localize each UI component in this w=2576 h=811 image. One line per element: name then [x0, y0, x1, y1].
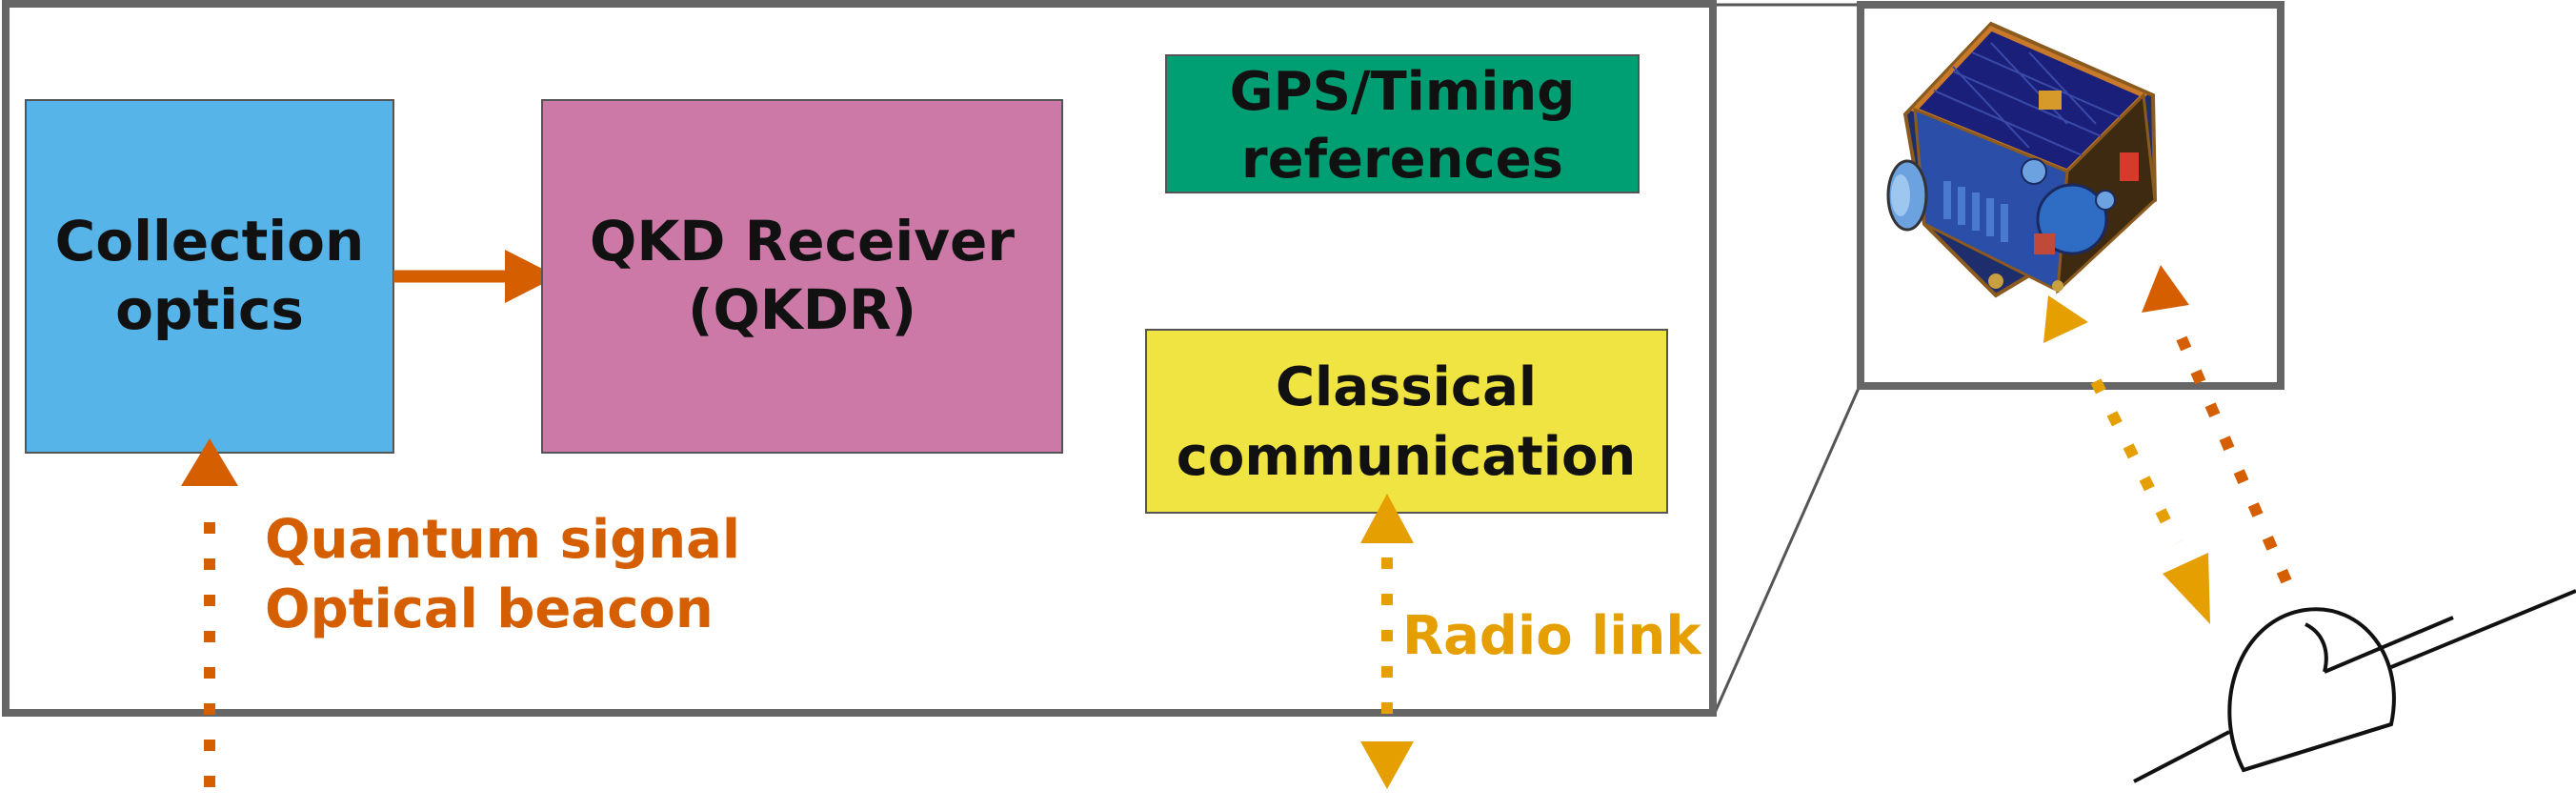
collection-optics-label-2: optics	[115, 277, 304, 342]
optics-to-receiver-arrow	[393, 250, 557, 303]
main-frame	[2, 0, 1717, 717]
zoom-line-bottom	[1713, 385, 1862, 714]
gps-timing-label-2: references	[1241, 129, 1563, 191]
qkd-receiver-box: QKD Receiver (QKDR)	[541, 99, 1063, 454]
satellite-icon	[1886, 21, 2158, 298]
collection-optics-label-1: Collection	[55, 209, 365, 274]
collection-optics-box: Collection optics	[25, 99, 394, 454]
radio-link-label: Radio link	[1402, 605, 1702, 667]
gps-timing-label-1: GPS/Timing	[1230, 61, 1576, 123]
gps-timing-box: GPS/Timing references	[1165, 54, 1640, 193]
uplink-arrow-orange	[2043, 295, 2210, 624]
downlink-arrow-vermilion	[2142, 265, 2292, 584]
qkd-receiver-label-1: QKD Receiver	[590, 209, 1015, 274]
quantum-signal-arrow	[181, 438, 238, 791]
classical-comm-label-2: communication	[1177, 426, 1637, 488]
qkd-receiver-label-2: (QKDR)	[688, 277, 916, 342]
classical-comm-label-1: Classical	[1276, 356, 1537, 418]
optical-beacon-label: Optical beacon	[265, 578, 714, 640]
ground-station-dome-icon	[2133, 589, 2576, 783]
quantum-signal-label: Quantum signal	[265, 509, 740, 571]
classical-communication-box: Classical communication	[1145, 329, 1668, 514]
radio-link-arrow	[1360, 494, 1414, 789]
